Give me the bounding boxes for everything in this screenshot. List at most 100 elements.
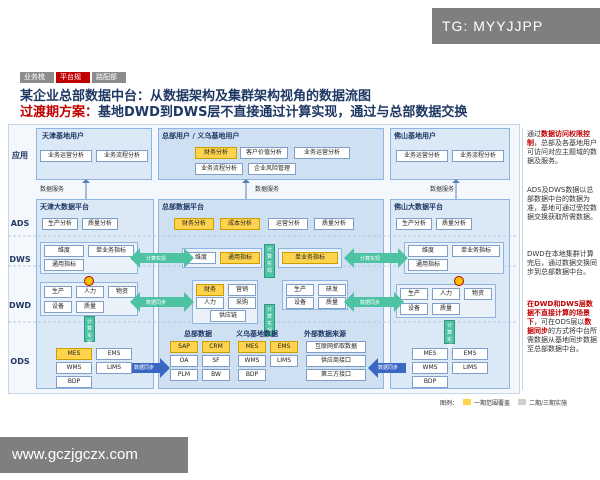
tianjin-ads-box[interactable]: 生产分析 [42,218,78,230]
yiwu-ods-box[interactable]: WMS [238,355,266,367]
hq-ods-box[interactable]: OA [170,355,198,367]
foshan-dws-box[interactable]: 单业务指标 [452,245,500,257]
legend-swatch-phase2 [518,399,526,405]
hq-ads-box[interactable]: 质量分析 [314,218,354,230]
tianjin-ads-box[interactable]: 质量分析 [82,218,118,230]
foshan-ods-box[interactable]: LIMS [452,362,488,374]
hq-ads-box[interactable]: 运营分析 [268,218,308,230]
restricted-icon [454,276,464,286]
tianjin-ods-box[interactable]: WMS [56,362,92,374]
hq-app-box[interactable]: 业务运营分析 [294,147,350,159]
hq-app-box[interactable]: 业务流程分析 [195,163,243,175]
subtitle-text: 基地DWD到DWS层不直接通过计算实现，通过与总部数据交换 [98,105,468,120]
hq-ads-box[interactable]: 成本分析 [220,218,260,230]
foshan-dws-box[interactable]: 维度 [408,245,448,257]
tianjin-dwd-box[interactable]: 物资 [108,286,136,298]
flow-arrow-tianjin-dws [130,248,194,268]
flow-arrow-tianjin-dwd [130,292,194,312]
note-ads-dws: ADS及DWS数据以总部数据中台的数据为准，基地可通过受控数据交换获取所需数据。 [527,186,597,221]
hq-dwd-box[interactable]: 生产 [286,284,314,296]
hq-dwd-box[interactable]: 财务 [196,284,224,296]
hq-app-box[interactable]: 财务分析 [195,147,237,159]
foshan-ods-box[interactable]: EMS [452,348,488,360]
tianjin-dws-box[interactable]: 通用指标 [44,259,84,271]
hq-ods-box[interactable]: SAP [170,341,198,353]
note-dwd: DWD在本地集群计算完后，通过数据交换同步到总部数据中台。 [527,250,597,276]
hq-ods-box[interactable]: CRM [202,341,230,353]
ext-ods-title: 外部数据来源 [304,330,346,338]
hq-ods-title: 总部数据 [184,330,212,338]
hq-dwd-box[interactable]: 人力 [196,297,224,309]
foshan-dwd-box[interactable]: 设备 [400,303,428,315]
legend-phase1: 一期范围覆盖 [474,400,511,407]
foshan-dwd-box[interactable]: 生产 [400,288,428,300]
tianjin-ods-box[interactable]: MES [56,348,92,360]
hq-ads-box[interactable]: 财务分析 [174,218,214,230]
tab-deploy[interactable]: 路配部署 [92,72,126,92]
hq-dwd-box[interactable]: 研发 [318,284,346,296]
hq-ods-box[interactable]: PLM [170,369,198,381]
hq-dwd-box[interactable]: 供应链 [210,310,246,322]
hq-dwd-box[interactable]: 质量 [318,297,346,309]
flow-arrow-foshan-dws [344,248,408,268]
foshan-dws-box[interactable]: 通用指标 [408,259,448,271]
foshan-ods-box[interactable]: BDP [412,376,448,388]
tab-business[interactable]: 业务梳理 [20,72,54,92]
hq-dwd-box[interactable]: 设备 [286,297,314,309]
yiwu-ods-box[interactable]: BDP [238,369,266,381]
data-service-label: 数据服务 [255,186,280,193]
hq-app-box[interactable]: 企业风险管理 [248,163,296,175]
hq-vertical-calc: 计算实现 [264,244,275,278]
tianjin-dwd-box[interactable]: 生产 [44,286,72,298]
hq-ods-box[interactable]: SF [202,355,230,367]
yiwu-ods-box[interactable]: LIMS [270,355,298,367]
tianjin-app-box[interactable]: 业务运营分析 [40,150,92,162]
flow-label: 数据同步 [146,300,167,306]
data-service-label: 数据服务 [40,186,65,193]
foshan-ads-box[interactable]: 生产分析 [396,218,432,230]
foshan-ods-box[interactable]: MES [412,348,448,360]
yiwu-ods-box[interactable]: MES [238,341,266,353]
foshan-ads-box[interactable]: 质量分析 [436,218,472,230]
yiwu-ods-title: 义乌基地数据 [236,330,278,338]
hq-vertical-calc: 计算实现 [264,304,275,336]
tianjin-dwd-box[interactable]: 设备 [44,301,72,313]
tianjin-dws-box[interactable]: 单业务指标 [88,245,134,257]
ext-ods-box[interactable]: 第三方接口 [306,369,366,381]
note-highlight: 数据同步 [527,318,592,335]
hq-dws-box[interactable]: 通用指标 [220,252,260,264]
tianjin-dws-box[interactable]: 维度 [44,245,84,257]
data-service-arrows [82,179,460,199]
tianjin-ods-box[interactable]: EMS [96,348,132,360]
hq-dws-box[interactable]: 单业务指标 [282,252,338,264]
tianjin-ods-box[interactable]: LIMS [96,362,132,374]
yiwu-ods-box[interactable]: EMS [270,341,298,353]
legend-swatch-phase1 [463,399,471,405]
tab-platform[interactable]: 平台规划 [56,72,90,92]
layer-label-dws: DWS [9,255,31,264]
note-text: 的方式将中台所需数据从基地同步数据至总部数据中台。 [527,327,597,353]
hq-ods-box[interactable]: BW [202,369,230,381]
foshan-ods-box[interactable]: WMS [412,362,448,374]
flow-arrow-foshan-ods [368,358,406,378]
foshan-app-box[interactable]: 业务运营分析 [396,150,448,162]
tianjin-dwd-box[interactable]: 质量 [76,301,104,313]
tianjin-ods-box[interactable]: BDP [56,376,92,388]
flow-label: 计算实现 [360,256,381,262]
tianjin-dwd-box[interactable]: 人力 [76,286,104,298]
foshan-vertical-calc: 计算实现 [444,320,455,350]
ext-ods-box[interactable]: 互联网抓取数据 [306,341,366,353]
hq-dwd-box[interactable]: 营销 [228,284,256,296]
foshan-app-box[interactable]: 业务流程分析 [452,150,504,162]
hq-app-box[interactable]: 客户价值分析 [240,147,288,159]
flow-arrow-foshan-dwd [344,292,404,312]
note-ods-sync: 在DWD和DWS层数据不直接计算的场景下，可在ODS层以数据同步的方式将中台所需… [527,300,597,354]
foshan-dwd-box[interactable]: 质量 [432,303,460,315]
ext-ods-box[interactable]: 供应商接口 [306,355,366,367]
tianjin-app-box[interactable]: 业务流程分析 [96,150,148,162]
foshan-dwd-box[interactable]: 人力 [432,288,460,300]
layer-label-app: 应用 [12,151,28,160]
foshan-dwd-box[interactable]: 物资 [464,288,492,300]
hq-app-title: 总部用户 / 义乌基地用户 [162,132,240,140]
hq-dwd-box[interactable]: 采购 [228,297,256,309]
